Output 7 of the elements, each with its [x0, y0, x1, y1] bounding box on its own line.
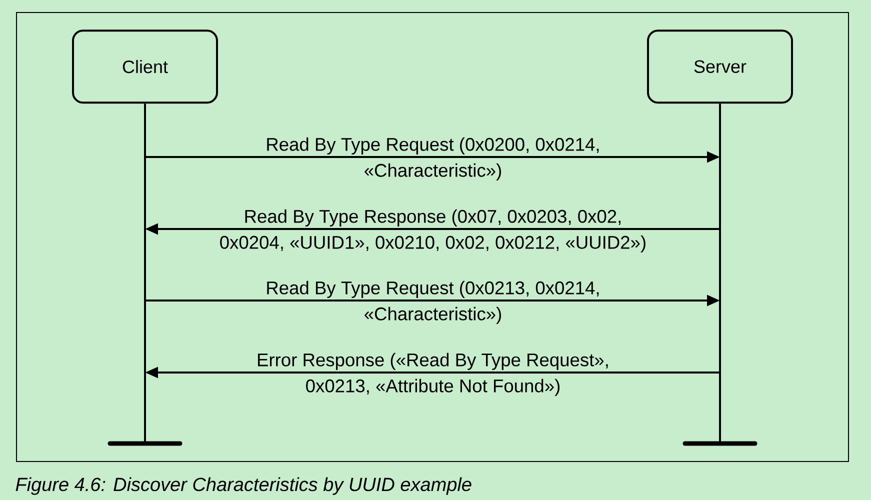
- participant-box: Client: [72, 30, 218, 104]
- edge-label: Read By Type Request (0x0213, 0x0214, «Characteristic»): [267, 280, 599, 324]
- edge-label: Read By Type Response (0x07, 0x0203, 0x02, 0x0204, «UUID1», 0x0210, 0x02, 0x0212, «UUID2»): [220, 209, 646, 252]
- edge-label: Error Response («Read By Type Request», 0x0213, «Attribute Not Found»): [258, 352, 608, 396]
- participant-box: Server: [647, 30, 793, 104]
- caption: Figure 4.6: Discover Characteristics by UUID example: [16, 477, 472, 495]
- edge-label: Read By Type Request (0x0200, 0x0214, «Characteristic»): [267, 137, 599, 180]
